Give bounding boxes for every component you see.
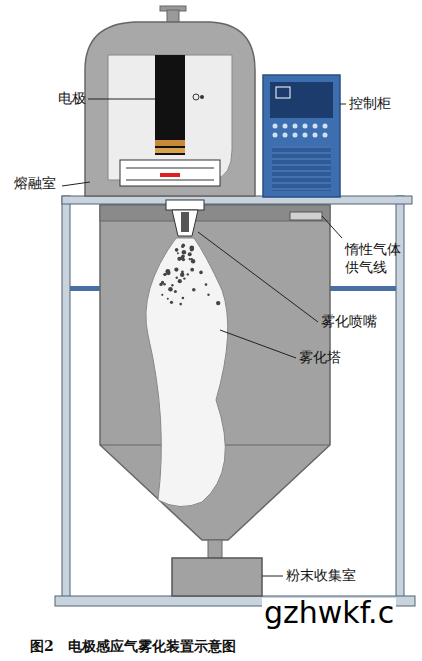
metal-droplet bbox=[192, 288, 196, 292]
part-label: 惰性气体 供气线 bbox=[345, 241, 404, 276]
metal-droplet bbox=[188, 252, 192, 256]
cabinet-button bbox=[313, 133, 318, 138]
metal-droplet bbox=[187, 273, 189, 275]
metal-droplet bbox=[174, 290, 177, 293]
cabinet-button bbox=[293, 133, 298, 138]
metal-droplet bbox=[167, 298, 169, 300]
powder-collection-box bbox=[172, 558, 262, 596]
leader-lines bbox=[62, 99, 346, 576]
metal-droplet bbox=[189, 246, 194, 251]
metal-droplet bbox=[181, 271, 184, 274]
figure-caption: 图2 电极感应气雾化装置示意图 bbox=[30, 638, 236, 656]
metal-droplet bbox=[182, 297, 185, 300]
metal-droplet bbox=[161, 281, 164, 284]
metal-droplet bbox=[191, 259, 195, 263]
metal-droplet bbox=[179, 303, 182, 306]
steel-frame bbox=[55, 196, 415, 606]
watermark: gzhwkf.c bbox=[262, 598, 396, 628]
metal-droplet bbox=[163, 273, 166, 276]
metal-droplet bbox=[171, 284, 173, 286]
cabinet-button bbox=[323, 124, 328, 129]
part-label: 粉末收集室 bbox=[286, 567, 356, 585]
metal-droplet bbox=[174, 268, 178, 272]
metal-droplet bbox=[164, 273, 167, 276]
cabinet-button bbox=[303, 133, 308, 138]
frame-beam bbox=[62, 196, 412, 204]
cabinet-button bbox=[273, 124, 278, 129]
part-label: 熔融室 bbox=[14, 175, 56, 193]
metal-droplet bbox=[182, 250, 187, 255]
cabinet-button bbox=[283, 124, 288, 129]
metal-droplet bbox=[205, 283, 208, 286]
part-label: 雾化塔 bbox=[299, 349, 341, 367]
metal-droplet bbox=[166, 271, 170, 275]
metal-droplet bbox=[177, 252, 179, 254]
cabinet-button bbox=[273, 133, 278, 138]
gas-pipe bbox=[290, 212, 322, 220]
metal-droplet bbox=[170, 301, 173, 304]
cabinet-button bbox=[303, 124, 308, 129]
melting-chamber bbox=[85, 6, 255, 196]
metal-droplet bbox=[191, 249, 194, 252]
metal-droplet bbox=[161, 294, 163, 296]
metal-droplet bbox=[168, 287, 173, 292]
control-cabinet bbox=[263, 75, 340, 197]
metal-droplet bbox=[177, 257, 181, 261]
cabinet-button bbox=[283, 133, 288, 138]
metal-droplet bbox=[175, 248, 179, 252]
atomization-tower bbox=[100, 205, 330, 558]
metal-droplet bbox=[199, 271, 203, 275]
part-label: 雾化喷嘴 bbox=[321, 313, 377, 331]
cabinet-button bbox=[323, 133, 328, 138]
atomization-nozzle bbox=[166, 200, 204, 236]
metal-droplet bbox=[183, 277, 185, 279]
metal-droplet bbox=[176, 277, 178, 279]
part-label: 电极 bbox=[58, 90, 86, 108]
metal-droplet bbox=[216, 301, 220, 305]
metal-droplet bbox=[190, 268, 194, 272]
metal-droplet bbox=[182, 244, 186, 248]
cabinet-button bbox=[313, 124, 318, 129]
part-label: 控制柜 bbox=[349, 95, 391, 113]
metal-droplet bbox=[207, 294, 209, 296]
metal-droplet bbox=[178, 279, 182, 283]
cabinet-button bbox=[293, 124, 298, 129]
